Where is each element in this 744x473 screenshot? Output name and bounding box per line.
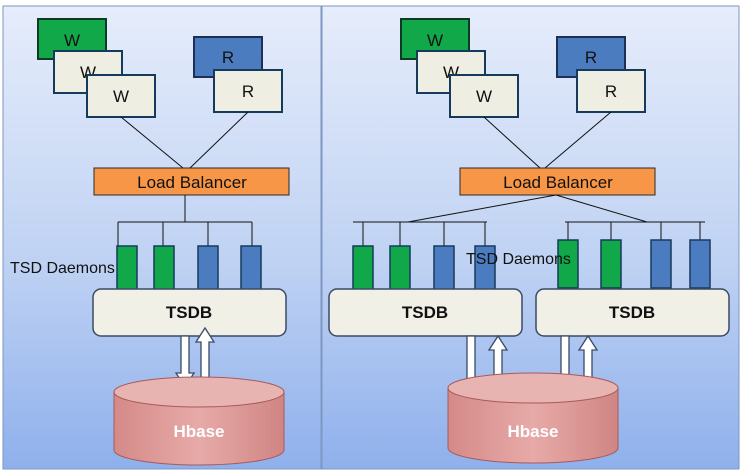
left-daemon-4 (240, 245, 262, 293)
right-daemon-5 (557, 239, 579, 289)
right-hbase: Hbase (447, 372, 619, 464)
right-writer-1-label: W (427, 31, 443, 50)
right-daemon-2 (389, 245, 411, 293)
left-tsdb-label: TSDB (166, 303, 212, 322)
left-load-balancer-label: Load Balancer (137, 173, 247, 192)
left-reader-1-label: R (222, 48, 234, 67)
right-reader-link (544, 111, 612, 169)
left-reader-link (189, 111, 249, 169)
right-distribution-tree (353, 194, 705, 246)
right-tsdb-1-label: TSDB (402, 303, 448, 322)
right-daemon-6 (600, 239, 622, 289)
right-writer-link (483, 116, 541, 169)
right-writer-3-label: W (476, 87, 492, 106)
left-panel: W W W R R Load Balancer (2, 5, 322, 470)
left-reader-2-label: R (242, 82, 254, 101)
left-hbase: Hbase (113, 376, 285, 466)
right-daemon-3 (433, 245, 455, 293)
right-reader-1-label: R (585, 48, 597, 67)
left-writer-link (120, 116, 184, 169)
left-daemon-3 (197, 245, 219, 293)
right-tsdb-2: TSDB (535, 288, 730, 337)
right-load-balancer-label: Load Balancer (503, 173, 613, 192)
left-reader-2: R (213, 69, 283, 113)
right-daemon-1 (352, 245, 374, 293)
left-tsdb: TSDB (92, 288, 287, 337)
right-tsdb-1: TSDB (328, 288, 523, 337)
right-load-balancer: Load Balancer (459, 167, 656, 196)
left-writer-3: W (86, 74, 156, 118)
left-daemons-label: TSD Daemons (10, 260, 115, 277)
right-tsdb-2-label: TSDB (609, 303, 655, 322)
right-daemon-8 (689, 239, 711, 289)
right-reader-2: R (576, 69, 646, 113)
left-load-balancer: Load Balancer (93, 167, 290, 196)
left-daemon-2 (153, 245, 175, 293)
right-writer-3: W (449, 74, 519, 118)
left-writer-3-label: W (113, 87, 129, 106)
right-daemons-label: TSD Daemons (466, 251, 571, 268)
right-reader-2-label: R (605, 82, 617, 101)
right-panel: W W W R R Load Balancer (321, 5, 740, 470)
right-daemon-7 (650, 239, 672, 289)
left-distribution-tree (117, 195, 253, 246)
left-daemon-1 (116, 245, 138, 293)
right-hbase-label: Hbase (507, 422, 558, 441)
left-hbase-label: Hbase (173, 422, 224, 441)
left-writer-1-label: W (64, 31, 80, 50)
